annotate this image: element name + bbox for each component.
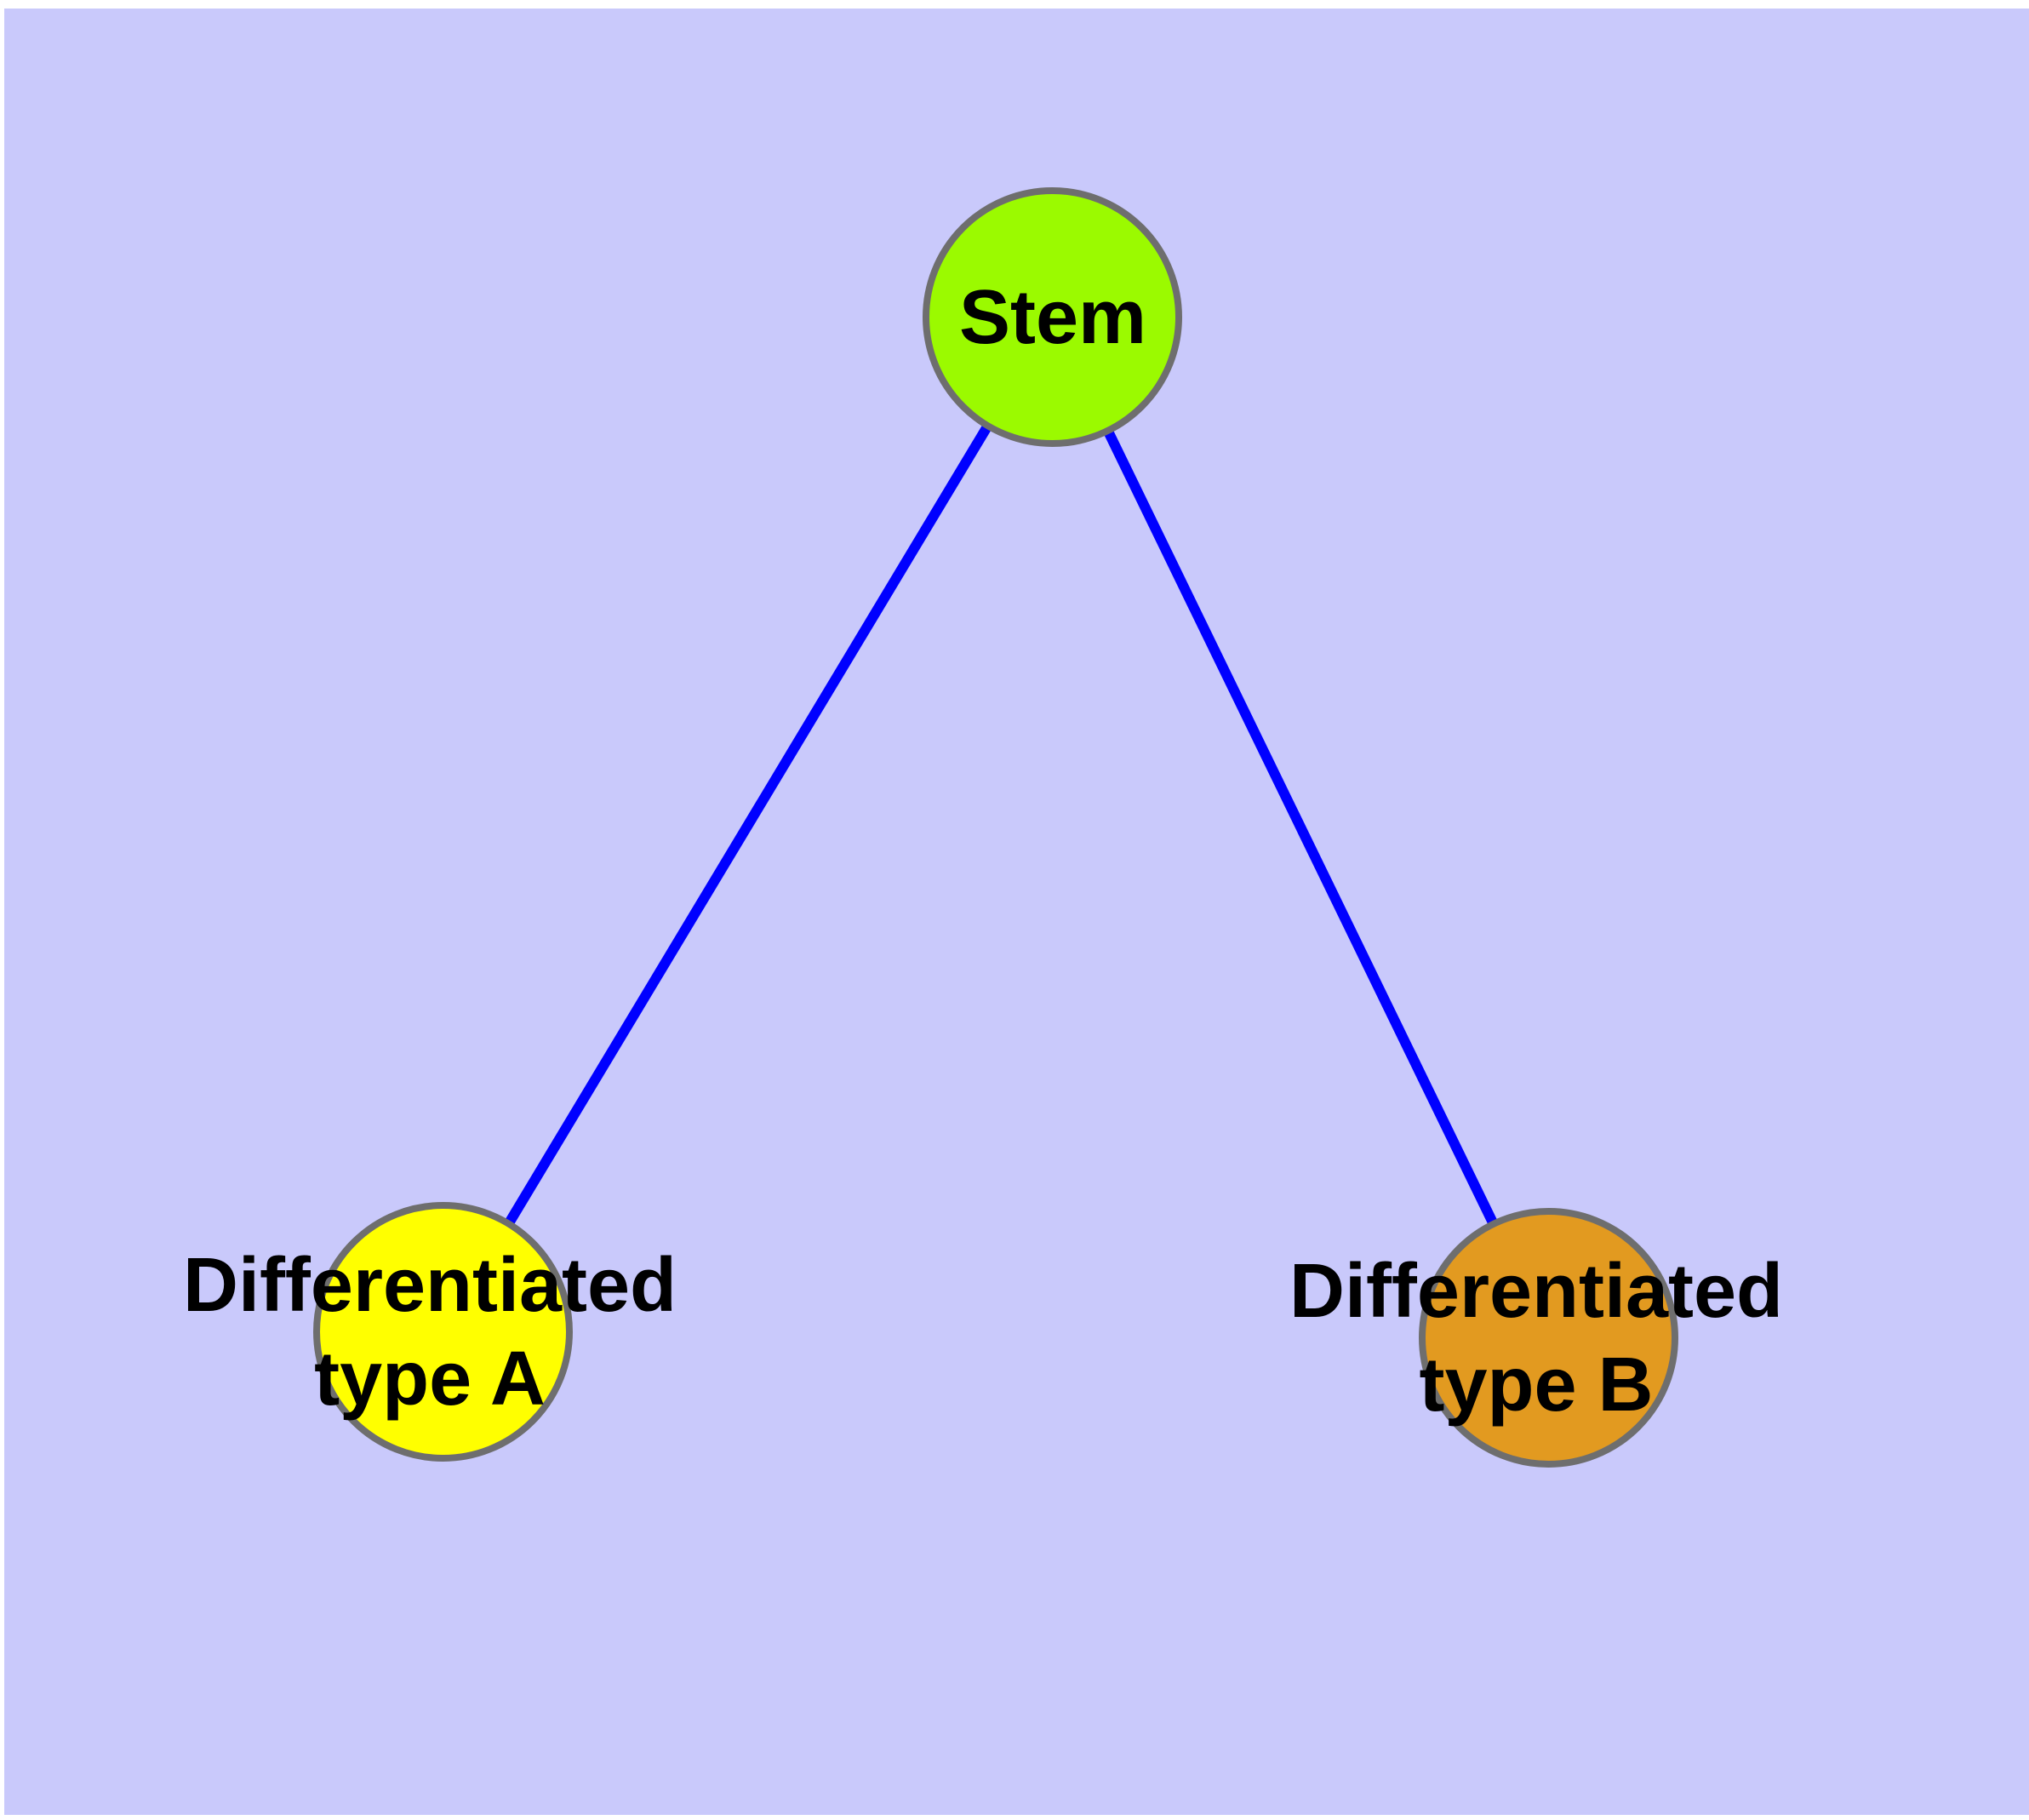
node-type-a-label: Differentiated type A xyxy=(132,1239,728,1426)
edge-stem-to-type-a xyxy=(438,314,1058,1336)
node-type-b-label: Differentiated type B xyxy=(1238,1245,1834,1432)
node-type-a-label-line1: Differentiated xyxy=(182,1243,677,1328)
node-type-b-label-line1: Differentiated xyxy=(1289,1249,1784,1334)
node-stem-label: Stem xyxy=(755,271,1351,364)
node-stem xyxy=(923,187,1182,447)
edge-stem-to-type-b xyxy=(1048,315,1554,1341)
node-stem-label-line: Stem xyxy=(958,275,1147,360)
node-type-b-label-line2: type B xyxy=(1419,1342,1654,1428)
node-differentiated-type-b xyxy=(1419,1208,1678,1468)
node-differentiated-type-a xyxy=(313,1202,573,1462)
node-type-a-label-line2: type A xyxy=(314,1336,546,1422)
